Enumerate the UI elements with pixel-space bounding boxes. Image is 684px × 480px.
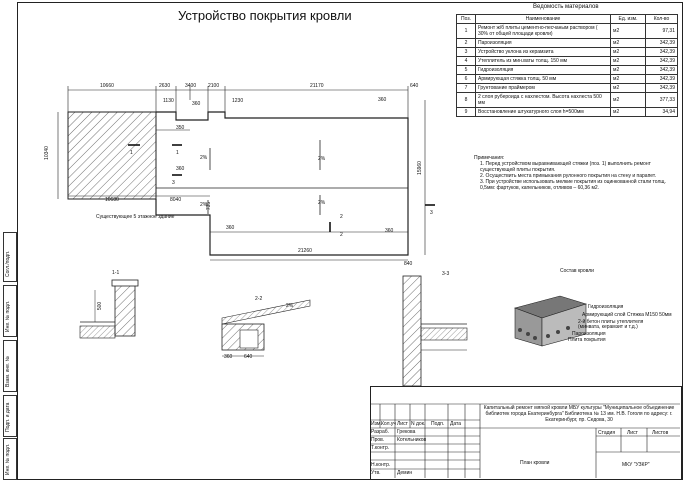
dim-label: 8040 — [170, 197, 182, 203]
dim-label: 840 — [404, 261, 413, 267]
stamp-col-header: Подп. — [431, 421, 445, 427]
roof-comp-label: Плита покрытия — [568, 337, 606, 343]
existing-building — [67, 111, 157, 200]
note-item: 2. Осуществить места примыкания рулонног… — [480, 173, 657, 179]
section-1-1 — [79, 279, 139, 339]
stamp-name: Котельников — [397, 437, 427, 443]
dim-label: 21170 — [310, 83, 324, 89]
dim-label: 10660 — [100, 83, 114, 89]
roof-composition-figure — [514, 295, 588, 347]
section-title: 3-3 — [442, 271, 450, 277]
roof-comp-label: Армирующий слой Стяжка М150 50мм — [582, 312, 672, 318]
stamp-role: Разраб. — [371, 429, 390, 435]
side-strip-2: Инв. № подл. — [3, 285, 17, 337]
dim-label: 500 — [97, 301, 104, 311]
stamp-role: Т.контр. — [371, 445, 390, 451]
note-item: 3. При устройстве использовать мелкие по… — [480, 179, 666, 191]
dim-label: 1130 — [163, 98, 174, 104]
note-item: 1. Перед устройством выравнивающей стяжк… — [480, 161, 651, 173]
section-markers — [128, 144, 435, 232]
stamp-grid — [370, 403, 680, 478]
stamp-col-header: Кол.уч — [381, 421, 396, 427]
side-strip-4: Подп. и дата — [3, 395, 17, 437]
section-mark: 1 — [176, 150, 179, 156]
dim-label: 21260 — [298, 248, 312, 254]
stamp-col-header: Изм. — [371, 421, 382, 427]
section-title: 2-2 — [255, 296, 263, 302]
slope-label: 2% — [286, 303, 294, 309]
cell: 97,31 — [645, 23, 678, 39]
slope-label: 2% — [200, 202, 208, 208]
slope-arrows — [207, 140, 321, 215]
dim-label: 360 — [378, 97, 387, 103]
dim-label: 1230 — [232, 98, 244, 104]
dim-label: 10340 — [43, 146, 50, 160]
stamp-name: Демин — [397, 470, 413, 476]
dim-label: 2630 — [159, 83, 171, 89]
dim-label: 2100 — [208, 83, 220, 89]
roof-comp-label: 2-й бетон плиты утеплителя — [578, 319, 644, 325]
section-mark: 2 — [340, 214, 343, 220]
section-mark: 3 — [430, 210, 433, 216]
project-description: Капитальный ремонт мягкой кровли МБУ кул… — [483, 405, 675, 423]
organization: МКУ "УЗКР" — [622, 462, 650, 468]
section-3-3 — [402, 275, 468, 387]
dim-label: 10680 — [105, 197, 119, 203]
stamp-name: Грекова — [397, 429, 416, 435]
slope-label: 2% — [318, 156, 326, 162]
section-2-2 — [221, 299, 311, 357]
dim-label: 15960 — [416, 161, 423, 175]
roof-comp-label: (минвата, керамзит и т.д.) — [578, 324, 638, 330]
roof-plan-outline — [155, 111, 409, 256]
stamp-col-header: N док. — [411, 421, 426, 427]
stamp-col-header: Дата — [450, 421, 462, 427]
side-strip-1: Согл./подп. — [3, 232, 17, 282]
building-label: Существующее 5 этажное здание — [96, 214, 175, 220]
cell: 34,94 — [645, 107, 678, 117]
stage-header: Стадия — [598, 430, 616, 436]
dim-label: 360 — [385, 228, 394, 234]
side-strip-3: Взам. инв. № — [3, 340, 17, 392]
roof-comp-label: Гидроизоляция — [588, 304, 624, 310]
dim-label: 360 — [226, 225, 235, 231]
stamp-role: Пров. — [371, 437, 385, 443]
section-mark: 3 — [172, 180, 175, 186]
roof-comp-title: Состав кровли — [560, 268, 594, 274]
dim-label: 360 — [176, 166, 185, 172]
section-mark: 2 — [340, 232, 343, 238]
dim-label: 640 — [410, 83, 419, 89]
slope-label: 2% — [200, 155, 208, 161]
stamp-role: Утв. — [371, 470, 381, 476]
dim-label: 360 — [192, 101, 201, 107]
stamp-col-header: Лист — [397, 421, 408, 427]
dim-label: 640 — [244, 354, 253, 360]
stage-header: Листов — [652, 430, 669, 436]
slope-label: 2% — [318, 200, 326, 206]
stage-header: Лист — [627, 430, 638, 436]
notes-block: Примечания: 1. Перед устройством выравни… — [474, 155, 670, 191]
notes-heading: Примечания: — [474, 155, 505, 161]
dim-label: 3400 — [185, 83, 197, 89]
page-title: Устройство покрытия кровли — [178, 8, 352, 23]
section-title: 1-1 — [112, 270, 120, 276]
stamp-role: Н.контр. — [371, 462, 391, 468]
section-mark: 1 — [130, 150, 133, 156]
dim-label: 360 — [224, 354, 233, 360]
materials-heading: Ведомость материалов — [533, 4, 599, 10]
dim-ticks — [67, 86, 409, 118]
dim-label: 350 — [176, 125, 185, 131]
roof-comp-label: Пароизоляция — [572, 331, 606, 337]
sheet-title: План кровли — [520, 460, 550, 466]
